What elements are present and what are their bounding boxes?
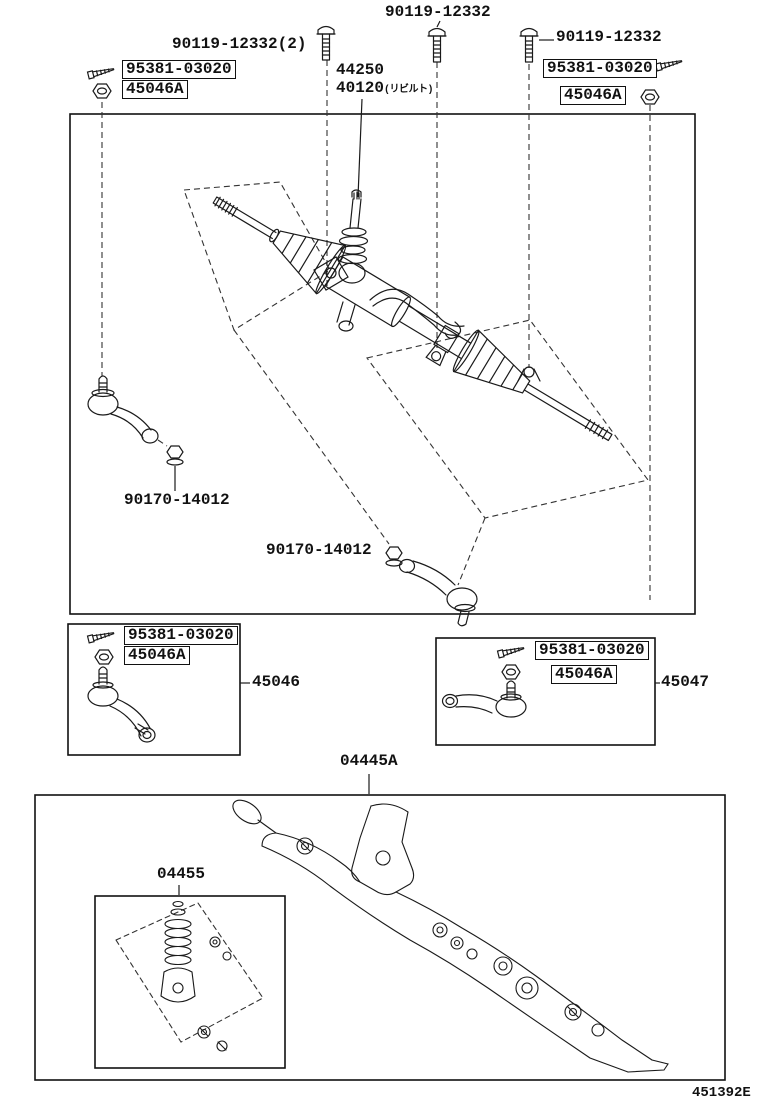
reman-part-number: 40120 xyxy=(336,79,385,97)
steering-rack-drawing xyxy=(212,189,613,442)
sub-right-box xyxy=(435,637,656,746)
reman-note: (リビルト) xyxy=(384,85,434,96)
label-rack-assy-reman: 40120(リビルト) xyxy=(336,79,434,97)
figure-code: 451392E xyxy=(692,1085,751,1101)
bolt-icon-right xyxy=(519,27,539,63)
housing-kit-drawing xyxy=(232,799,669,1073)
label-screw-top-left: 95381-03020 xyxy=(122,60,236,79)
label-screw-sub-right: 95381-03020 xyxy=(535,641,649,660)
label-bolt-top-center: 90119-12332 xyxy=(385,3,491,21)
bolt-icon-center xyxy=(427,27,447,63)
castle-nut-icon-left xyxy=(166,445,184,466)
label-rod-nut-center: 90170-14012 xyxy=(266,541,372,559)
castle-nut-icon-center xyxy=(385,546,403,567)
bolt-icon-left xyxy=(316,25,336,61)
leader-lines xyxy=(174,20,660,895)
screw-icon-sub-right xyxy=(496,647,525,659)
label-bolt-top-right: 90119-12332 xyxy=(556,28,662,46)
label-part-45047: 45047 xyxy=(661,673,710,691)
dashed-reference-lines xyxy=(101,60,651,600)
label-screw-sub-left: 95381-03020 xyxy=(124,626,238,645)
label-nut-top-left: 45046A xyxy=(122,80,188,99)
screw-icon-top-right xyxy=(654,60,683,72)
label-screw-top-right: 95381-03020 xyxy=(543,59,657,78)
mount-bracket-left xyxy=(313,256,349,291)
sub-left-tie-rod-drawing xyxy=(87,666,156,743)
label-nut-top-right: 45046A xyxy=(560,86,626,105)
label-kit-04455: 04455 xyxy=(157,865,206,883)
valve-kit-drawing xyxy=(115,900,264,1052)
screw-icon-top-left xyxy=(86,68,115,80)
mount-bracket-right xyxy=(517,366,541,382)
sub-left-box xyxy=(67,623,241,756)
label-rod-nut-left: 90170-14012 xyxy=(124,491,230,509)
left-tie-rod-end-drawing xyxy=(87,375,159,444)
inner-kit-box xyxy=(94,895,286,1069)
screw-icon-sub-left xyxy=(86,632,115,644)
main-assembly-box xyxy=(69,113,696,615)
nut-icon-sub-left xyxy=(94,649,114,665)
label-kit-04445a: 04445A xyxy=(340,752,398,770)
hydraulic-pipes-drawing xyxy=(369,288,465,339)
sub-right-tie-rod-drawing xyxy=(441,680,527,718)
right-tie-rod-end-drawing xyxy=(398,558,478,627)
label-rack-assy: 44250 xyxy=(336,61,385,79)
label-nut-sub-right: 45046A xyxy=(551,665,617,684)
label-part-45046: 45046 xyxy=(252,673,301,691)
nut-icon-sub-right xyxy=(501,664,521,680)
label-nut-sub-left: 45046A xyxy=(124,646,190,665)
pinion-input-shaft-drawing xyxy=(336,189,369,332)
nut-icon-top-left xyxy=(92,83,112,99)
bottom-kit-box xyxy=(34,794,726,1081)
label-bolt-top-left: 90119-12332(2) xyxy=(172,35,307,53)
nut-icon-top-right xyxy=(640,89,660,105)
